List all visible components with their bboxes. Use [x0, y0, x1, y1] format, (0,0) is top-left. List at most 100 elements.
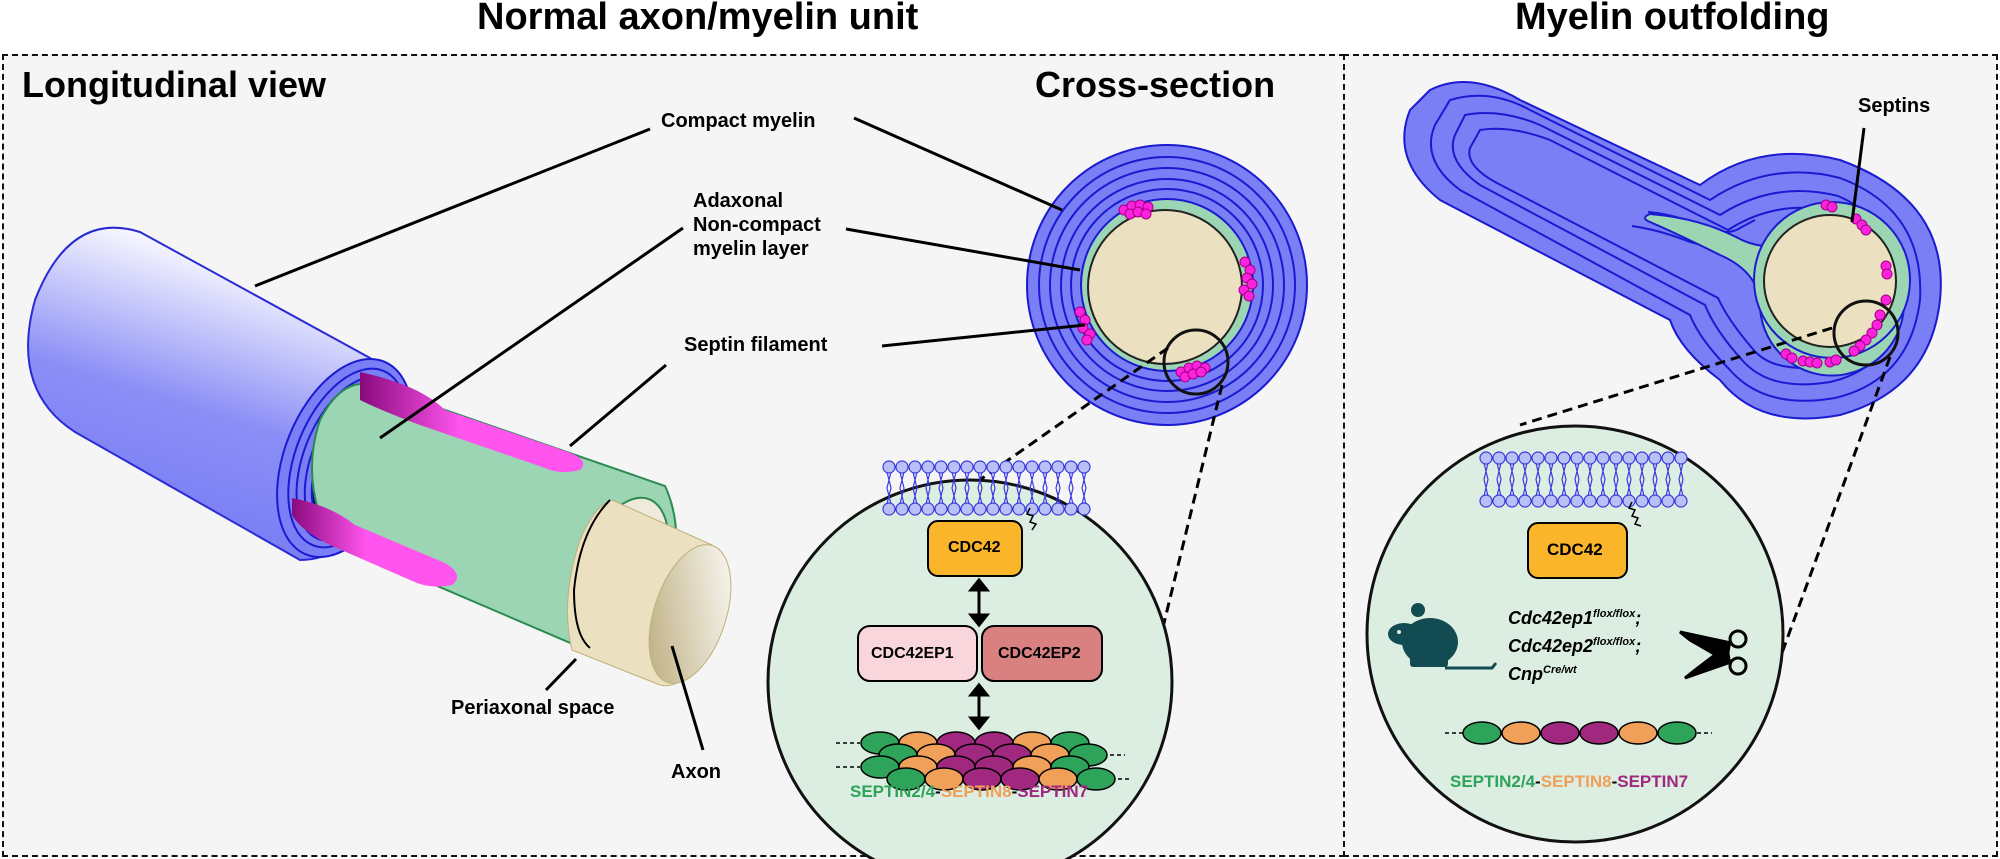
lipid-head — [1064, 460, 1078, 474]
leader-noncompact-long — [379, 226, 684, 440]
lipid-tail — [990, 471, 996, 505]
septin-filament-bundle-left — [836, 731, 1130, 791]
lipid-head — [1596, 494, 1610, 508]
lipid-tail — [1626, 462, 1632, 497]
lipid-head — [1583, 451, 1597, 465]
lipid-tail — [977, 471, 983, 505]
lipid-head — [1661, 494, 1675, 508]
lipid-head — [1635, 451, 1649, 465]
inset-right — [1365, 424, 1785, 844]
lipid-head — [1648, 494, 1662, 508]
septin8-text: SEPTIN8 — [940, 782, 1012, 801]
label-cdc42ep2: CDC42EP2 — [998, 645, 1081, 662]
separator: - — [1611, 772, 1618, 791]
lipid-head — [1609, 494, 1623, 508]
septin-subunit — [1462, 721, 1502, 745]
lipid-head — [895, 460, 909, 474]
label-genotype: Cdc42ep1flox/flox; Cdc42ep2flox/flox; Cn… — [1508, 602, 1641, 686]
septin24-text: SEPTIN2/4 — [1450, 772, 1536, 791]
label-cdc42-left: CDC42 — [948, 539, 1001, 556]
lipid-tail — [1600, 462, 1606, 497]
lipid-tail — [1003, 471, 1009, 505]
septin-subunit — [1579, 721, 1619, 745]
lipid-head — [1531, 494, 1545, 508]
septin7-text: SEPTIN7 — [1617, 772, 1689, 791]
lipid-head — [1661, 451, 1675, 465]
lipid-head — [1596, 451, 1610, 465]
scissors-icon — [1679, 629, 1748, 680]
outfolding-myelin — [1403, 81, 1942, 420]
cdc42ep1-box — [857, 625, 978, 682]
cross-section-zoom-circle — [1162, 328, 1230, 396]
lipid-head — [1077, 502, 1091, 516]
mouse-icon — [1388, 603, 1498, 670]
lipid-head — [1038, 460, 1052, 474]
label-adaxonal-2: Non-compact — [693, 214, 821, 236]
lipid-head — [1012, 502, 1026, 516]
lipid-head — [1505, 451, 1519, 465]
lipid-tail — [912, 471, 918, 505]
lipid-tail — [1587, 462, 1593, 497]
lipid-head — [1557, 494, 1571, 508]
septin-subunit — [1501, 721, 1541, 745]
lipid-head — [1674, 494, 1688, 508]
heading-cross-section: Cross-section — [1035, 64, 1276, 105]
genotype-line-1: Cdc42ep1flox/flox; — [1508, 608, 1642, 628]
lipid-tail — [1496, 462, 1502, 497]
lipid-tail — [1535, 462, 1541, 497]
lipid-head — [1544, 494, 1558, 508]
lipid-head — [1051, 460, 1065, 474]
label-septin-filament: Septin filament — [684, 334, 828, 356]
lipid-tail — [899, 471, 905, 505]
septin-subunit — [1076, 767, 1116, 791]
lipid-tail — [1678, 462, 1684, 497]
lipid-tail — [1652, 462, 1658, 497]
lipid-head — [895, 502, 909, 516]
lipid-tail — [1548, 462, 1554, 497]
leader-compact-myelin-cross — [853, 116, 1063, 212]
label-axon: Axon — [671, 761, 721, 783]
label-septins-outfolding: Septins — [1858, 95, 1931, 117]
label-compact-myelin: Compact myelin — [661, 110, 816, 132]
genotype-line-2: Cdc42ep2flox/flox; — [1508, 636, 1642, 656]
lipid-head — [1479, 451, 1493, 465]
cdc42-box-left — [927, 520, 1023, 577]
lipid-head — [921, 502, 935, 516]
genotype-line-3: CnpCre/wt — [1508, 664, 1577, 684]
lipid-head — [986, 460, 1000, 474]
lipid-head — [1492, 494, 1506, 508]
label-adaxonal-3: myelin layer — [693, 238, 809, 260]
lipid-tail — [1613, 462, 1619, 497]
outfolding-septins — [1780, 199, 1893, 369]
septin24-text: SEPTIN2/4 — [850, 782, 936, 801]
lipid-anchor-right — [1627, 501, 1642, 527]
lipid-tail — [1639, 462, 1645, 497]
lipid-head — [1531, 451, 1545, 465]
label-adaxonal-1: Adaxonal — [693, 190, 784, 212]
lipid-tail — [938, 471, 944, 505]
lipid-tail — [964, 471, 970, 505]
septin-filament-single-right — [1445, 721, 1712, 745]
lipid-head — [1038, 502, 1052, 516]
lipid-head — [947, 502, 961, 516]
separator: - — [935, 782, 941, 801]
cdc42ep2-box — [981, 625, 1103, 682]
lipid-head — [960, 502, 974, 516]
heading-longitudinal-view: Longitudinal view — [22, 64, 326, 105]
lipid-head — [1583, 494, 1597, 508]
longitudinal-axon — [567, 499, 732, 687]
leader-periaxonal — [544, 657, 578, 692]
lipid-head — [1025, 460, 1039, 474]
septin-subunit — [1618, 721, 1658, 745]
title-normal-axon-myelin-unit: Normal axon/myelin unit — [477, 0, 919, 38]
lipid-head — [1051, 502, 1065, 516]
leader-axon — [670, 645, 705, 751]
lipid-tail — [1665, 462, 1671, 497]
lipid-tail — [1029, 471, 1035, 505]
lipid-head — [1635, 494, 1649, 508]
leader-septin-cross — [881, 323, 1086, 348]
lipid-head — [1518, 494, 1532, 508]
lipid-tail — [951, 471, 957, 505]
lipid-head — [1570, 494, 1584, 508]
lipid-head — [882, 502, 896, 516]
